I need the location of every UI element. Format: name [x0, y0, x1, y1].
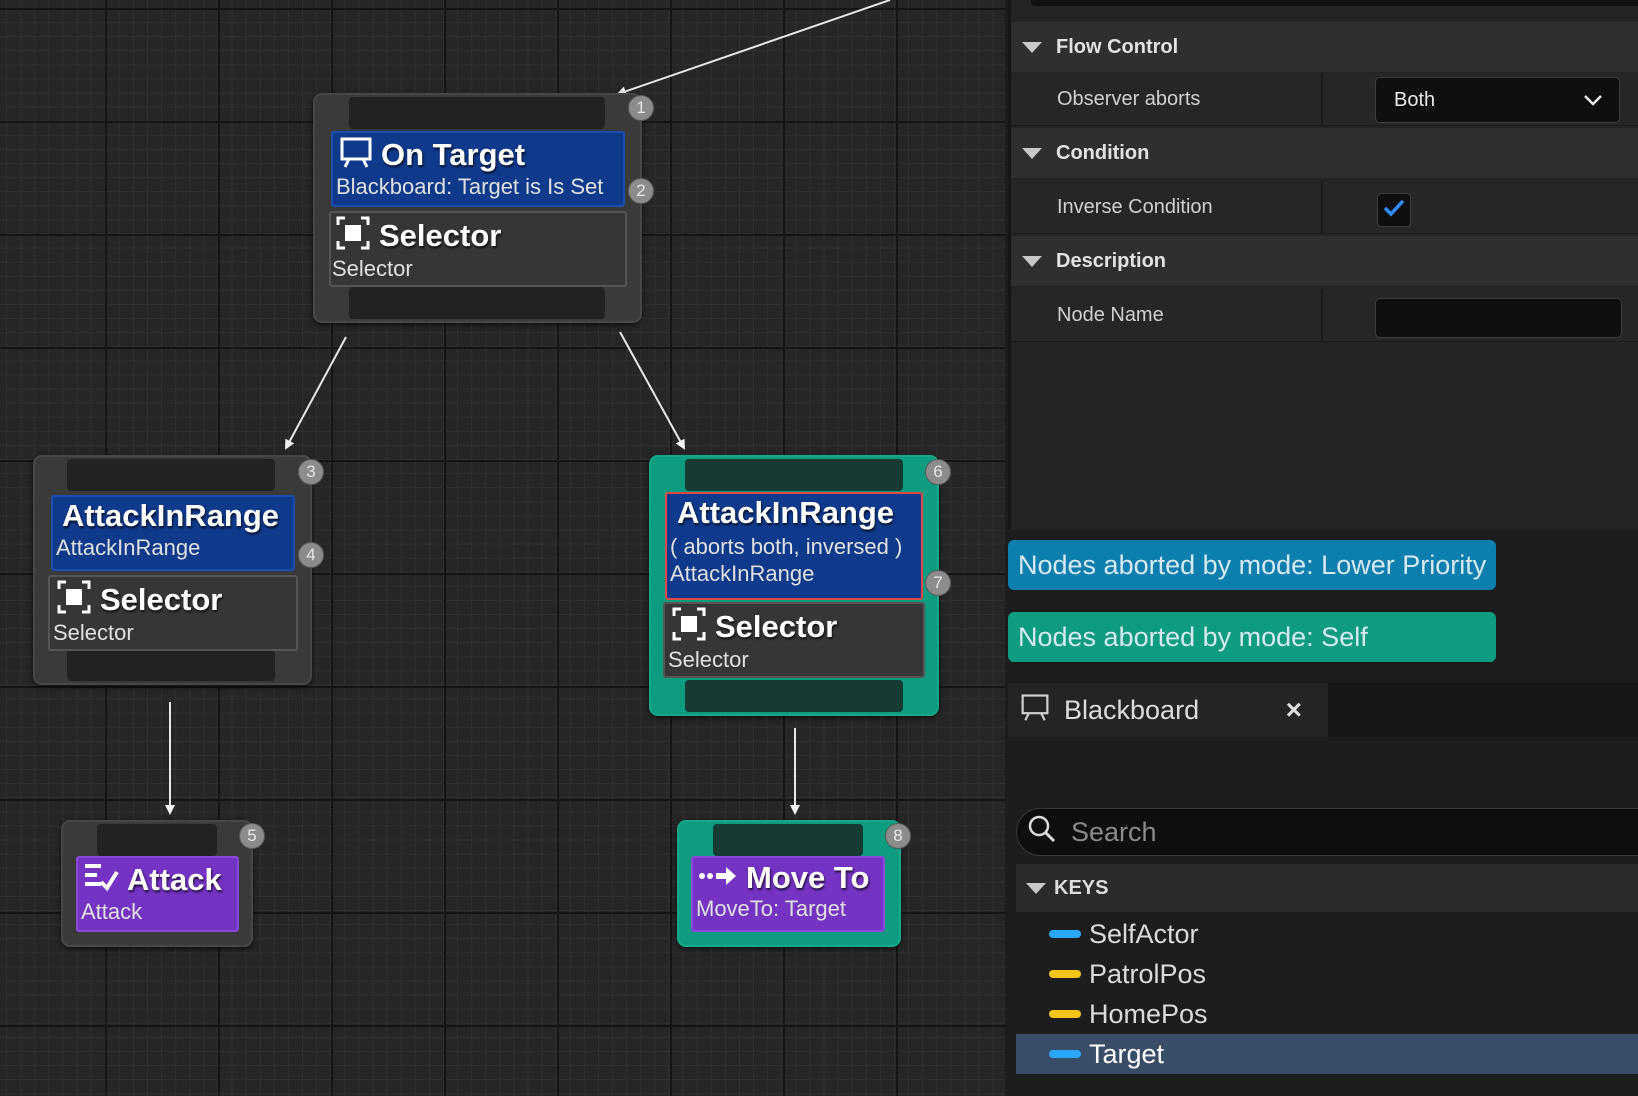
category-description[interactable]: Description [1011, 236, 1638, 286]
wire-on-target-to-left [285, 336, 347, 450]
input-pin[interactable] [349, 97, 605, 129]
key-name: HomePos [1089, 998, 1208, 1029]
execution-index-badge: 4 [298, 542, 324, 568]
dropdown-value: Both [1394, 88, 1436, 111]
category-flow-control[interactable]: Flow Control [1011, 22, 1638, 72]
selector-icon [56, 579, 92, 620]
collapse-triangle-icon [1022, 41, 1042, 53]
execution-index-badge: 2 [628, 178, 654, 204]
selector-composite[interactable]: Selector Selector [663, 602, 925, 678]
blackboard-key-target[interactable]: Target [1016, 1034, 1638, 1074]
composite-title: Selector [715, 608, 838, 644]
task-subtitle: MoveTo: Target [696, 896, 847, 921]
keys-header-label: KEYS [1054, 876, 1109, 899]
category-label: Description [1056, 249, 1167, 272]
execution-index-badge: 8 [885, 823, 911, 849]
wire-on-target-to-right [619, 331, 685, 450]
decorator-subtitle: AttackInRange [56, 535, 201, 560]
attack-in-range-decorator-selected[interactable]: AttackInRange ( aborts both, inversed ) … [665, 492, 923, 600]
execution-index-badge: 7 [925, 570, 951, 596]
legend-lower-priority: Nodes aborted by mode: Lower Priority [1008, 540, 1496, 590]
blackboard-icon [1020, 692, 1050, 729]
blackboard-key-selfactor[interactable]: SelfActor [1016, 914, 1638, 954]
category-condition[interactable]: Condition [1011, 128, 1638, 178]
move-to-task[interactable]: Move To MoveTo: Target [691, 856, 885, 932]
task-subtitle: Attack [81, 899, 143, 924]
behavior-tree-graph[interactable]: 1 On Target Blackboard: Target is Is Set… [0, 0, 1005, 1096]
chevron-down-icon [1583, 89, 1603, 112]
composite-subtitle: Selector [332, 256, 413, 281]
selector-composite[interactable]: Selector Selector [329, 211, 627, 287]
property-inverse-condition: Inverse Condition [1011, 181, 1638, 234]
composite-subtitle: Selector [53, 620, 134, 645]
blackboard-key-patrolpos[interactable]: PatrolPos [1016, 954, 1638, 994]
observer-aborts-dropdown[interactable]: Both [1375, 77, 1620, 123]
key-type-swatch [1049, 1010, 1081, 1018]
property-label: Node Name [1011, 289, 1323, 341]
property-label: Inverse Condition [1011, 181, 1323, 233]
selector-icon [671, 606, 707, 647]
execution-index-badge: 1 [628, 95, 654, 121]
node-name-input[interactable] [1375, 298, 1622, 338]
key-name: SelfActor [1089, 918, 1199, 949]
output-pin[interactable] [349, 287, 605, 319]
property-label: Observer aborts [1011, 73, 1323, 125]
attack-in-range-decorator[interactable]: AttackInRange AttackInRange [51, 495, 295, 571]
key-type-swatch [1049, 930, 1081, 938]
decorator-abort-info: ( aborts both, inversed ) [670, 534, 903, 559]
input-pin[interactable] [97, 824, 217, 856]
decorator-subtitle: Blackboard: Target is Is Set [336, 174, 604, 199]
execution-index-badge: 6 [925, 459, 951, 485]
input-pin[interactable] [713, 824, 863, 856]
selector-icon [335, 215, 371, 256]
decorator-title: On Target [381, 136, 526, 172]
task-title: Attack [127, 861, 222, 897]
composite-title: Selector [379, 217, 502, 253]
input-pin[interactable] [685, 459, 903, 491]
task-icon [83, 860, 119, 899]
scroll-top-edge [1031, 0, 1638, 6]
key-name: PatrolPos [1089, 958, 1207, 989]
category-label: Flow Control [1056, 35, 1179, 58]
output-pin[interactable] [685, 680, 903, 712]
blackboard-tab[interactable]: Blackboard × [1008, 683, 1328, 737]
legend-text: Nodes aborted by mode: Self [1018, 621, 1368, 652]
search-icon [1027, 814, 1057, 851]
key-type-swatch [1049, 970, 1081, 978]
decorator-title: AttackInRange [62, 498, 280, 533]
collapse-triangle-icon [1022, 147, 1042, 159]
graph-wires [165, 0, 891, 815]
checkmark-icon [1382, 198, 1406, 223]
composite-title: Selector [100, 581, 223, 617]
category-label: Condition [1056, 141, 1150, 164]
collapse-triangle-icon [1022, 255, 1042, 267]
wire-root-to-on-target [616, 0, 891, 97]
key-name: Target [1089, 1038, 1165, 1069]
decorator-subtitle: AttackInRange [670, 561, 815, 586]
legend-self: Nodes aborted by mode: Self [1008, 612, 1496, 662]
output-pin[interactable] [67, 649, 275, 681]
execution-index-badge: 5 [239, 823, 265, 849]
attack-task[interactable]: Attack Attack [76, 856, 239, 932]
blackboard-icon [339, 135, 373, 174]
tab-label: Blackboard [1064, 694, 1200, 725]
selector-composite[interactable]: Selector Selector [48, 575, 298, 651]
composite-subtitle: Selector [668, 647, 749, 672]
task-title: Move To [746, 860, 870, 895]
search-placeholder: Search [1071, 816, 1157, 847]
input-pin[interactable] [67, 459, 275, 491]
on-target-selector-node[interactable] [313, 93, 642, 323]
inverse-condition-checkbox[interactable] [1377, 193, 1411, 227]
close-icon[interactable]: × [1285, 694, 1302, 725]
blackboard-search-input[interactable]: Search [1016, 808, 1638, 856]
collapse-triangle-icon [1026, 882, 1046, 894]
legend-text: Nodes aborted by mode: Lower Priority [1018, 549, 1487, 580]
keys-category-header[interactable]: KEYS [1016, 864, 1638, 912]
execution-index-badge: 3 [298, 459, 324, 485]
key-type-swatch [1049, 1050, 1081, 1058]
on-target-decorator[interactable]: On Target Blackboard: Target is Is Set [331, 131, 625, 207]
blackboard-key-homepos[interactable]: HomePos [1016, 994, 1638, 1034]
decorator-title: AttackInRange [677, 495, 895, 530]
move-to-icon [698, 861, 738, 896]
